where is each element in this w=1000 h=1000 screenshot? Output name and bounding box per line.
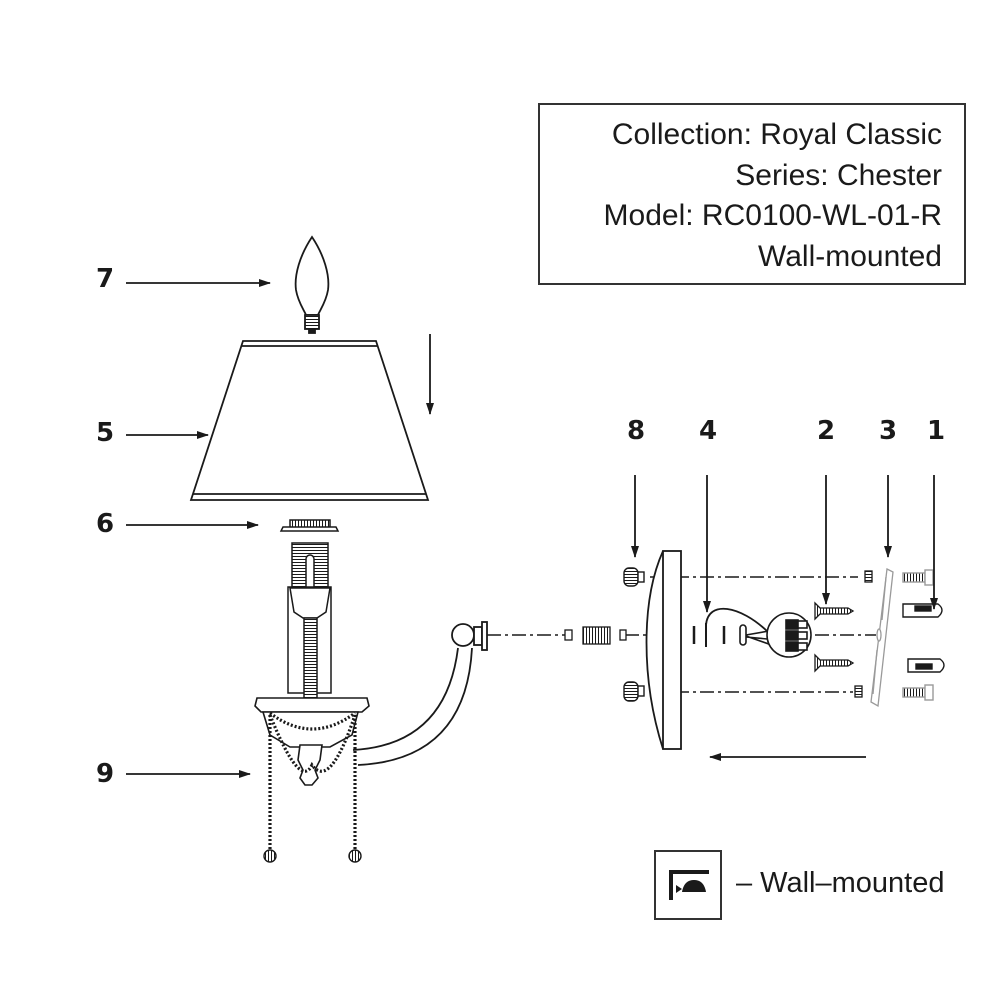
candle-cup-icon bbox=[254, 697, 370, 786]
curved-arm-icon bbox=[352, 621, 488, 766]
shade-ring-icon bbox=[279, 519, 340, 532]
candle-sleeve-icon bbox=[287, 542, 332, 699]
collection-text: Collection: Royal Classic bbox=[611, 118, 942, 151]
wall-plugs-icon bbox=[902, 569, 945, 701]
wiring-icon bbox=[692, 607, 812, 658]
callout-arrows-top bbox=[631, 475, 938, 761]
mounting-bracket-icon bbox=[854, 568, 894, 708]
callout-8: 8 bbox=[627, 416, 646, 446]
callout-5: 5 bbox=[96, 418, 115, 448]
callout-4: 4 bbox=[699, 416, 718, 446]
callout-arrows-left bbox=[126, 279, 434, 778]
callout-7: 7 bbox=[96, 264, 115, 294]
series-text: Series: Chester bbox=[735, 158, 942, 192]
callout-3: 3 bbox=[879, 416, 898, 446]
screws-icon bbox=[814, 601, 855, 673]
product-info-box: Collection: Royal Classic Series: Cheste… bbox=[538, 103, 966, 285]
callout-9: 9 bbox=[96, 759, 115, 789]
wall-canopy-icon bbox=[645, 550, 682, 750]
legend-label: – Wall–mounted bbox=[736, 867, 945, 899]
decorative-caps-icon bbox=[623, 567, 645, 702]
wall-mount-icon bbox=[654, 850, 722, 920]
callout-1: 1 bbox=[927, 416, 946, 446]
lamp-shade-icon bbox=[189, 340, 430, 501]
chain-tassel-icons bbox=[263, 849, 362, 863]
bead-chains-icon bbox=[268, 711, 357, 852]
mount-type-text: Wall-mounted bbox=[758, 239, 942, 273]
callout-6: 6 bbox=[96, 509, 115, 539]
threaded-rod-icon bbox=[564, 626, 627, 645]
assembly-axis-lines bbox=[487, 576, 876, 693]
candle-bulb-icon bbox=[294, 235, 330, 334]
callout-2: 2 bbox=[817, 416, 836, 446]
model-text: Model: RC0100-WL-01-R bbox=[603, 199, 942, 232]
